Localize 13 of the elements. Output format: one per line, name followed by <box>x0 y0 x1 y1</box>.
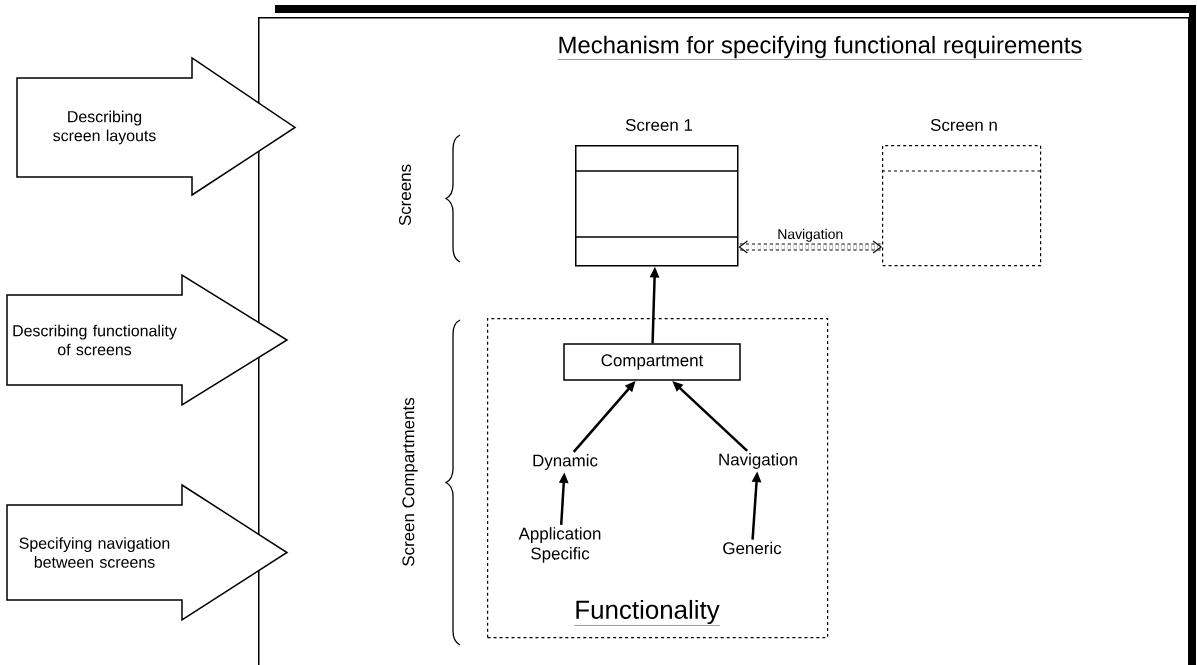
arrow <box>738 240 882 254</box>
category-label: Navigation <box>719 453 797 469</box>
category-label: Dynamic <box>533 454 598 470</box>
group-label: Screen Compartments <box>402 397 418 566</box>
screen-box: Screen 1 <box>574 119 739 267</box>
compartment-box: Compartment <box>563 343 741 381</box>
screen-box: Screen n <box>881 119 1042 267</box>
category-label: Application Specific <box>518 527 601 563</box>
category-label: Generic <box>723 541 782 555</box>
group-label: Screens <box>399 164 411 226</box>
node-label: Screen n <box>930 119 997 131</box>
node-label: Screen 1 <box>625 119 693 131</box>
edge-label: Navigation <box>776 227 845 243</box>
